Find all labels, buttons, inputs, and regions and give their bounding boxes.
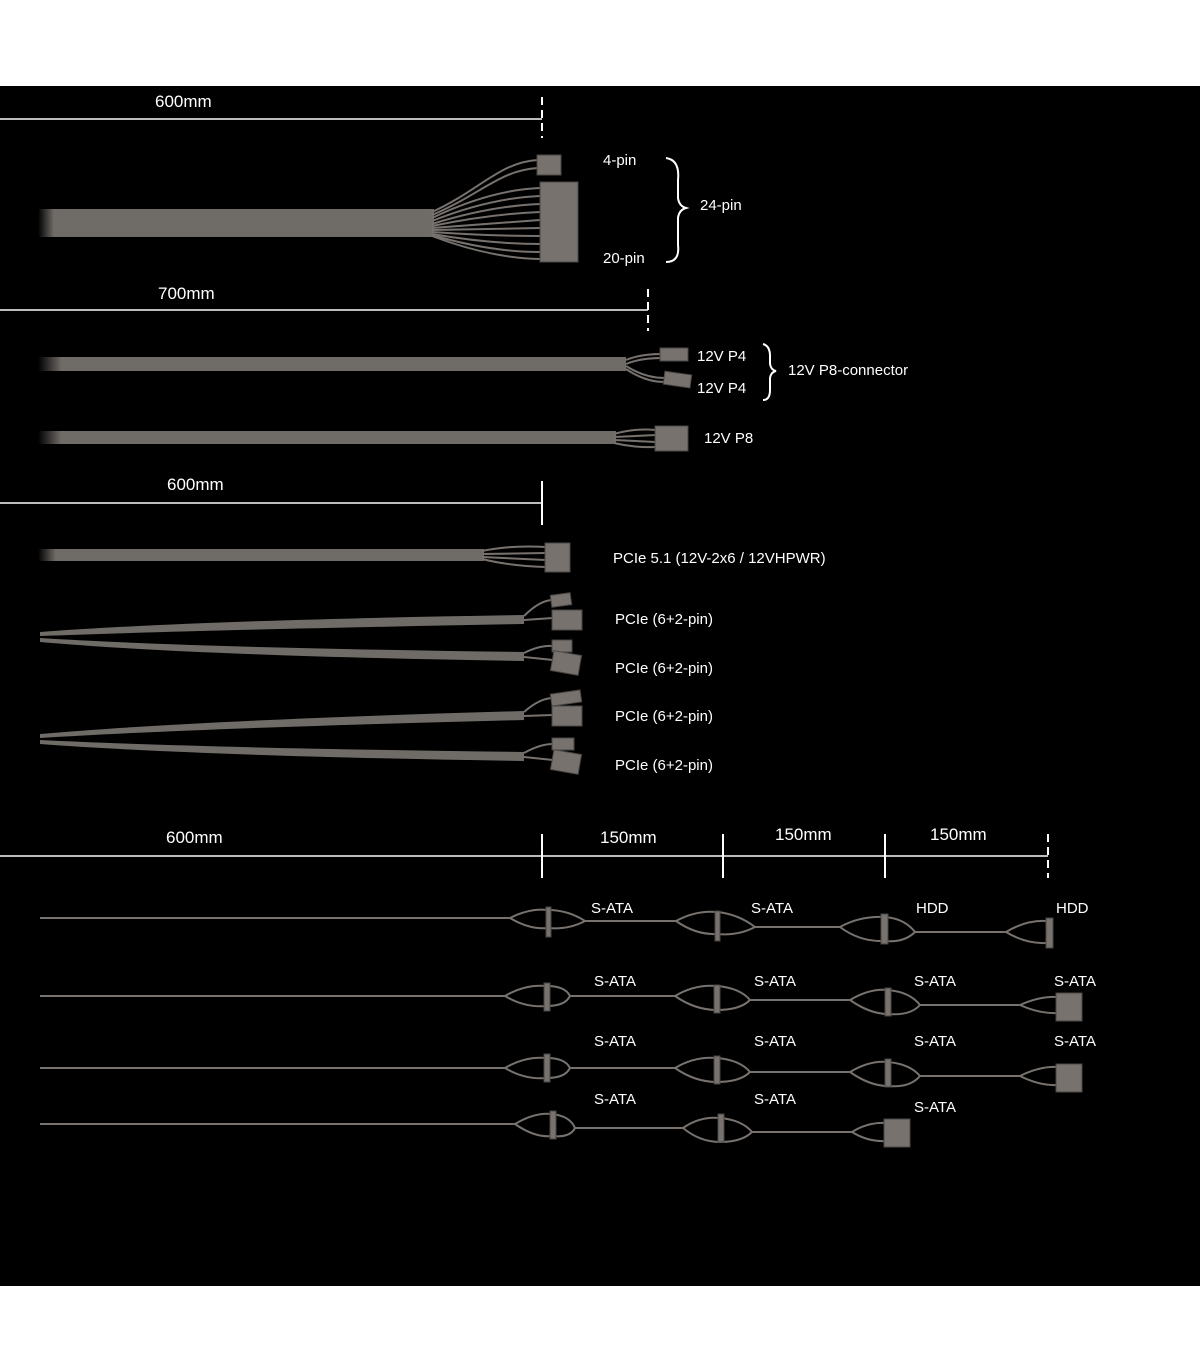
length-label: 700mm xyxy=(158,284,215,303)
length-label: 600mm xyxy=(167,475,224,494)
sata-cable-group: 600mm 150mm 150mm 150mm S-ATA S-ATA HDD … xyxy=(0,825,1096,1148)
label-pcie5: PCIe 5.1 (12V-2x6 / 12VHPWR) xyxy=(613,550,826,567)
label-24pin: 24-pin xyxy=(700,197,742,214)
label-sata: S-ATA xyxy=(594,1091,636,1108)
label-12v-p8: 12V P8 xyxy=(704,430,753,447)
label-sata: S-ATA xyxy=(754,1091,796,1108)
cpu-cable-p4 xyxy=(38,357,626,371)
pcie-cable xyxy=(40,740,524,761)
length-label: 150mm xyxy=(775,825,832,844)
label-hdd: HDD xyxy=(1056,900,1089,917)
pcie-cable xyxy=(40,615,524,636)
label-sata: S-ATA xyxy=(754,1033,796,1050)
label-sata: S-ATA xyxy=(754,973,796,990)
length-label: 600mm xyxy=(166,828,223,847)
label-sata: S-ATA xyxy=(594,973,636,990)
connector-4pin xyxy=(536,154,562,176)
label-4pin: 4-pin xyxy=(603,152,636,169)
label-sata: S-ATA xyxy=(914,973,956,990)
sata-cable-row xyxy=(40,1110,911,1148)
connector-20pin xyxy=(539,181,579,263)
connector-12v-p8 xyxy=(654,425,689,452)
label-pcie: PCIe (6+2-pin) xyxy=(615,611,713,628)
connector-12v-p4 xyxy=(659,347,689,362)
cable-diagram-svg: 600mm 4-pin 24-pin 20-pin 700mm 12V P4 1… xyxy=(0,92,1096,1148)
atx-24pin-cable-group: 600mm 4-pin 24-pin 20-pin xyxy=(0,92,742,267)
label-pcie: PCIe (6+2-pin) xyxy=(615,757,713,774)
label-sata: S-ATA xyxy=(751,900,793,917)
label-sata: S-ATA xyxy=(1054,1033,1096,1050)
atx-wires xyxy=(431,159,541,260)
label-sata: S-ATA xyxy=(914,1099,956,1116)
sata-cable-row xyxy=(40,982,1083,1022)
connector-pcie5 xyxy=(544,542,571,573)
cpu-wires xyxy=(625,353,665,383)
label-pcie: PCIe (6+2-pin) xyxy=(615,708,713,725)
length-label: 600mm xyxy=(155,92,212,111)
cpu-cable-p8 xyxy=(38,431,616,444)
label-sata: S-ATA xyxy=(594,1033,636,1050)
label-sata: S-ATA xyxy=(1054,973,1096,990)
label-12v-p4: 12V P4 xyxy=(697,348,746,365)
sata-cable-row xyxy=(40,1053,1083,1093)
label-12v-p4: 12V P4 xyxy=(697,380,746,397)
p8-wires xyxy=(613,428,657,449)
cable-diagram: 600mm 4-pin 24-pin 20-pin 700mm 12V P4 1… xyxy=(0,86,1200,1286)
connector-12v-p4 xyxy=(662,370,693,389)
pcie-cable xyxy=(40,638,524,661)
pcie-cable-group: 600mm PCIe 5.1 (12V-2x6 / 12VHPWR) PCIe … xyxy=(0,475,826,775)
pcie5-wires xyxy=(481,545,547,568)
length-label: 150mm xyxy=(600,828,657,847)
atx-cable xyxy=(38,209,434,237)
sata-cable-row xyxy=(40,906,1054,949)
cpu-cable-group: 700mm 12V P4 12V P4 12V P8-connector 12V… xyxy=(0,284,908,452)
label-pcie: PCIe (6+2-pin) xyxy=(615,660,713,677)
length-label: 150mm xyxy=(930,825,987,844)
label-20pin: 20-pin xyxy=(603,250,645,267)
pcie-cable xyxy=(40,711,524,738)
label-hdd: HDD xyxy=(916,900,949,917)
label-12v-p8-connector: 12V P8-connector xyxy=(788,362,908,379)
pcie5-cable xyxy=(38,549,484,561)
brace-icon xyxy=(665,157,690,263)
brace-icon xyxy=(762,343,777,401)
label-sata: S-ATA xyxy=(914,1033,956,1050)
label-sata: S-ATA xyxy=(591,900,633,917)
pcie-connectors xyxy=(523,592,583,775)
